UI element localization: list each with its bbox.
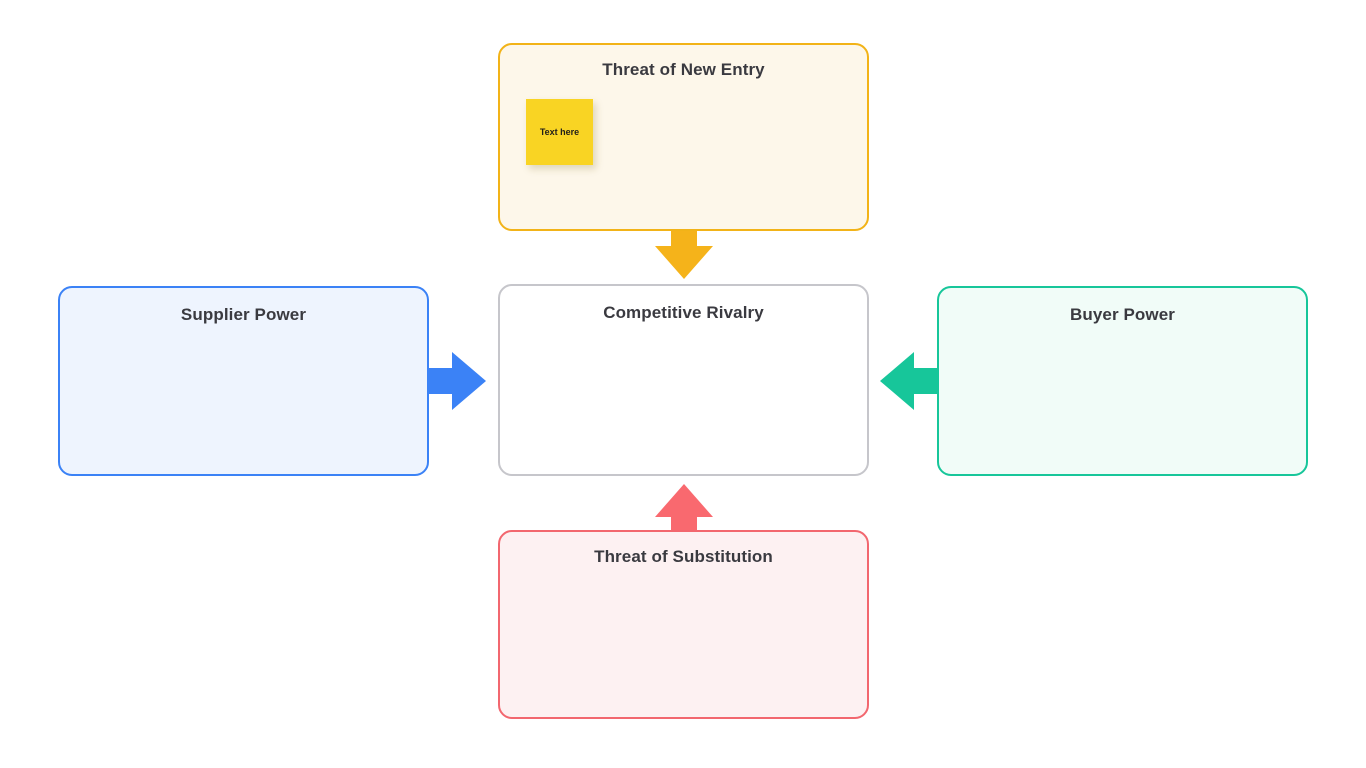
- sticky-note[interactable]: Text here: [526, 99, 593, 165]
- arrow-up-head: [655, 484, 713, 517]
- card-buyer-power[interactable]: Buyer Power: [937, 286, 1308, 476]
- card-threat-of-substitution[interactable]: Threat of Substitution: [498, 530, 869, 719]
- card-title-competitive-rivalry: Competitive Rivalry: [603, 303, 764, 322]
- card-title-threat-of-new-entry: Threat of New Entry: [602, 60, 765, 79]
- card-competitive-rivalry[interactable]: Competitive Rivalry: [498, 284, 869, 476]
- card-title-supplier-power: Supplier Power: [180, 305, 307, 324]
- arrow-left-buyer-to-rivalry[interactable]: [880, 352, 940, 410]
- card-title-buyer-power: Buyer Power: [1069, 305, 1176, 324]
- arrow-down-head: [655, 246, 713, 279]
- card-title-threat-of-substitution: Threat of Substitution: [594, 547, 773, 566]
- arrow-right-shaft: [426, 368, 456, 394]
- arrow-left-head: [880, 352, 914, 410]
- arrow-right-supplier-to-rivalry[interactable]: [426, 352, 486, 410]
- arrow-left-shaft: [910, 368, 940, 394]
- arrow-right-head: [452, 352, 486, 410]
- card-threat-of-new-entry[interactable]: Threat of New Entry Text here: [498, 43, 869, 231]
- sticky-note-text: Text here: [539, 126, 580, 137]
- card-supplier-power[interactable]: Supplier Power: [58, 286, 429, 476]
